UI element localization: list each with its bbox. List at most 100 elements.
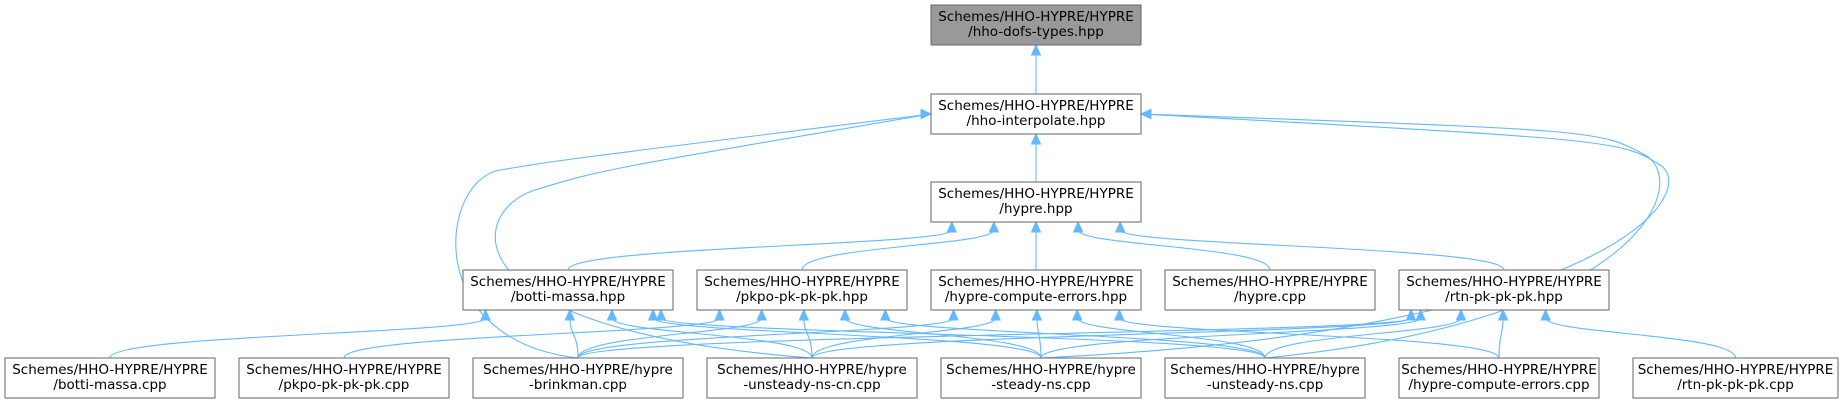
node-botti-massa-hpp[interactable]: Schemes/HHO-HYPRE/HYPRE/botti-massa.hpp [462,269,674,311]
edge-botti-massa-cpp-to-botti-massa-hpp [109,308,491,359]
edge-arrowhead [714,308,725,321]
edge-arrowhead [1405,308,1417,321]
edge-hypre-compute-errors-hpp-to-hypre-hpp [1030,220,1042,270]
edge-hypre-brinkman-cpp-to-hypre-compute-errors-hpp [577,308,959,359]
node-label-line-2: /botti-massa.cpp [53,377,166,393]
edge-line [1119,229,1505,271]
edge-line [1076,317,1266,359]
edge-arrowhead [1497,308,1509,321]
node-label-line-1: Schemes/HHO-HYPRE/HYPRE [1401,362,1597,378]
edge-line [1040,317,1422,359]
node-box [696,269,908,311]
edge-hypre-compute-errors-cpp-to-rtn-pk-pk-pk-hpp [1497,308,1509,359]
node-label-line-1: Schemes/HHO-HYPRE/HYPRE [1406,274,1602,290]
node-rtn-pk-pk-pk-hpp[interactable]: Schemes/HHO-HYPRE/HYPRE/rtn-pk-pk-pk.hpp [1398,269,1610,311]
edge-arrowhead [655,308,667,321]
edge-arrowhead [839,308,851,321]
edge-hypre-unsteady-ns-cn-cpp-to-hho-interpolate-hpp [494,108,933,359]
edge-arrowhead [647,308,659,321]
node-hypre-compute-errors-cpp[interactable]: Schemes/HHO-HYPRE/HYPRE/hypre-compute-er… [1398,357,1600,399]
node-label-line-2: /hho-interpolate.hpp [967,113,1106,129]
node-label-line-1: Schemes/HHO-HYPRE/HYPRE [1638,362,1834,378]
node-pkpo-pk-pk-pk-cpp[interactable]: Schemes/HHO-HYPRE/HYPRE/pkpo-pk-pk-pk.cp… [238,357,450,399]
node-hho-interpolate-hpp[interactable]: Schemes/HHO-HYPRE/HYPRE/hho-interpolate.… [930,93,1142,135]
node-hypre-unsteady-ns-cpp[interactable]: Schemes/HHO-HYPRE/hypre-unsteady-ns.cpp [1164,357,1366,399]
edge-line [494,113,932,359]
node-botti-massa-cpp[interactable]: Schemes/HHO-HYPRE/HYPRE/botti-massa.cpp [4,357,216,399]
edges-layer [109,43,1737,359]
edge-arrowhead [606,308,618,321]
node-label-line-1: Schemes/HHO-HYPRE/HYPRE [938,274,1134,290]
edge-line [567,229,953,271]
node-hypre-steady-ns-cpp[interactable]: Schemes/HHO-HYPRE/hypre-steady-ns.cpp [940,357,1142,399]
node-label-line-2: /hypre.cpp [1234,289,1306,305]
edge-hypre-unsteady-ns-cn-cpp-to-rtn-pk-pk-pk-hpp [811,308,1417,359]
node-label-line-1: Schemes/HHO-HYPRE/HYPRE [938,9,1134,25]
edge-hypre-steady-ns-cpp-to-botti-massa-hpp [647,308,1042,359]
edge-arrowhead [1031,308,1043,321]
node-box [1164,269,1376,311]
edge-line [1498,317,1504,359]
edge-pkpo-pk-pk-pk-cpp-to-pkpo-pk-pk-pk-hpp [343,308,725,359]
edge-arrowhead [1030,220,1042,233]
edge-line [1040,113,1670,359]
edge-arrowhead [756,308,767,321]
edge-line [803,317,813,359]
edge-arrowhead [1455,308,1467,321]
node-label-line-2: /pkpo-pk-pk-pk.hpp [736,289,868,305]
node-label-line-1: Schemes/HHO-HYPRE/hypre [1170,362,1360,378]
node-label-line-1: Schemes/HHO-HYPRE/hypre [483,362,673,378]
edge-hypre-unsteady-ns-cn-cpp-to-hypre-compute-errors-hpp [811,308,1001,359]
node-label-line-1: Schemes/HHO-HYPRE/HYPRE [704,274,900,290]
node-box [930,93,1142,135]
node-box [4,357,216,399]
edge-hypre-unsteady-ns-cpp-to-rtn-pk-pk-pk-hpp [1264,308,1467,359]
node-box [930,181,1142,223]
node-box [1164,357,1366,399]
edge-arrowhead [948,308,959,321]
node-hypre-brinkman-cpp[interactable]: Schemes/HHO-HYPRE/hypre-brinkman.cpp [472,357,684,399]
edge-line [577,317,763,359]
edge-hypre-hpp-to-hho-interpolate-hpp [1030,132,1042,182]
node-box [472,357,684,399]
edge-hypre-unsteady-ns-cn-cpp-to-pkpo-pk-pk-pk-hpp [798,308,813,359]
edge-hypre-unsteady-ns-cn-cpp-to-botti-massa-hpp [606,308,813,359]
node-hypre-unsteady-ns-cn-cpp[interactable]: Schemes/HHO-HYPRE/hypre-unsteady-ns-cn.c… [706,357,918,399]
edge-line [652,317,1042,359]
edge-line [811,317,997,359]
edge-line [1264,317,1462,359]
edge-hypre-steady-ns-cpp-to-pkpo-pk-pk-pk-hpp [839,308,1042,359]
node-label-line-2: -brinkman.cpp [529,377,627,393]
edge-line [844,317,1042,359]
edge-arrowhead [990,308,1001,321]
node-box [238,357,450,399]
edge-arrowhead [1030,43,1042,56]
node-pkpo-pk-pk-pk-hpp[interactable]: Schemes/HHO-HYPRE/HYPRE/pkpo-pk-pk-pk.hp… [696,269,908,311]
node-hypre-hpp[interactable]: Schemes/HHO-HYPRE/HYPRE/hypre.hpp [930,181,1142,223]
edge-line [1545,317,1737,359]
edge-line [811,317,1412,359]
edge-line [1118,317,1500,359]
node-hypre-cpp[interactable]: Schemes/HHO-HYPRE/HYPRE/hypre.cpp [1164,269,1376,311]
edge-hypre-unsteady-ns-cpp-to-hypre-compute-errors-hpp [1071,308,1266,359]
edge-hypre-brinkman-cpp-to-hho-interpolate-hpp [455,108,933,359]
node-box [940,357,1142,399]
node-label-line-2: /hypre-compute-errors.cpp [1408,377,1589,393]
node-label-line-2: /hypre-compute-errors.hpp [945,289,1127,305]
edge-arrowhead [1030,132,1042,145]
edge-botti-massa-hpp-to-hypre-hpp [567,220,958,271]
edge-arrowhead [988,220,1000,233]
edge-arrowhead [1071,308,1083,321]
node-label-line-2: /pkpo-pk-pk-pk.cpp [279,377,410,393]
node-label-line-1: Schemes/HHO-HYPRE/hypre [946,362,1136,378]
node-hypre-compute-errors-hpp[interactable]: Schemes/HHO-HYPRE/HYPRE/hypre-compute-er… [930,269,1142,311]
edge-arrowhead [1072,220,1084,233]
edge-arrowhead [480,308,491,321]
edge-hypre-unsteady-ns-cpp-to-pkpo-pk-pk-pk-hpp [880,308,1266,359]
edge-line [1077,229,1271,271]
node-hho-dofs-types-hpp[interactable]: Schemes/HHO-HYPRE/HYPRE/hho-dofs-types.h… [930,4,1142,46]
edge-hypre-cpp-to-hypre-hpp [1072,220,1271,271]
edge-arrowhead [1139,108,1152,120]
node-rtn-pk-pk-pk-cpp[interactable]: Schemes/HHO-HYPRE/HYPRE/rtn-pk-pk-pk.cpp [1632,357,1839,399]
